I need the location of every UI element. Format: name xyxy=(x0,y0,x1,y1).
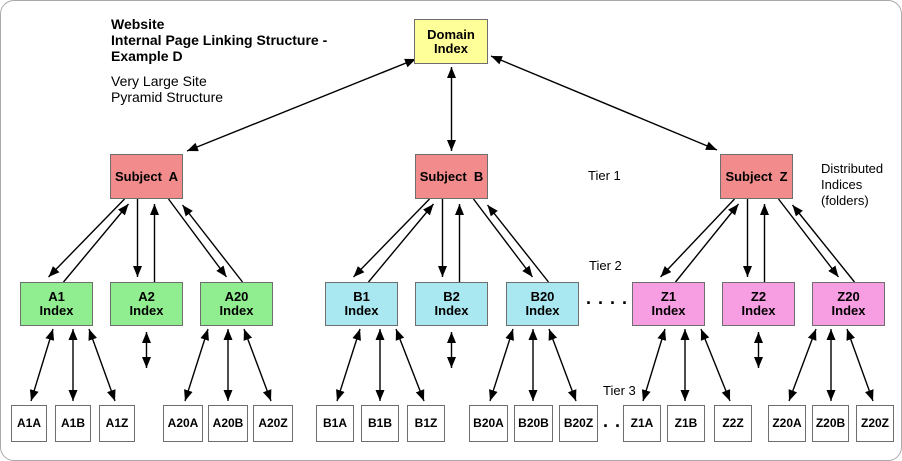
diagram-subtitle: Very Large Site Pyramid Structure xyxy=(111,73,224,105)
b20z-box: B20Z xyxy=(559,405,598,442)
tier3-label: Tier 3 xyxy=(603,383,636,398)
tier1-label: Tier 1 xyxy=(588,168,621,183)
z1b-label: Z1B xyxy=(674,416,698,430)
b1b-box: B1B xyxy=(361,405,399,442)
a20a-box: A20A xyxy=(163,405,203,442)
z20z-label: Z20Z xyxy=(860,416,889,430)
arrow-group xyxy=(29,55,874,402)
b1b-label: B1B xyxy=(367,416,392,430)
subject-z-box: Subject Z xyxy=(720,154,793,199)
a1-index-box: A1 Index xyxy=(20,282,93,326)
subject-a-label: Subject A xyxy=(114,168,179,184)
z2z-box: Z2Z xyxy=(714,405,752,442)
z2-index-label: Z2 Index xyxy=(741,289,776,318)
subject-b-box: Subject B xyxy=(415,154,488,199)
b1a-box: B1A xyxy=(316,405,354,442)
tier3-ellipsis: . . xyxy=(603,411,622,431)
subject-a-box: Subject A xyxy=(110,154,183,199)
diagram-title: Website Internal Page Linking Structure … xyxy=(111,16,328,64)
a1a-box: A1A xyxy=(11,405,47,442)
b2-index-box: B2 Index xyxy=(415,282,488,326)
a2-index-box: A2 Index xyxy=(110,282,183,326)
b1-index-label: B1 Index xyxy=(344,289,379,318)
b20-index-label: B20 Index xyxy=(525,289,560,318)
z20b-label: Z20B xyxy=(815,416,846,430)
z1a-box: Z1A xyxy=(623,405,661,442)
b20a-label: B20A xyxy=(473,416,504,430)
a1z-label: A1Z xyxy=(105,416,129,430)
b20-index-box: B20 Index xyxy=(506,282,579,326)
subject-b-label: Subject B xyxy=(419,168,484,184)
a1a-label: A1A xyxy=(16,416,41,430)
b2-index-label: B2 Index xyxy=(434,289,469,318)
b20b-label: B20B xyxy=(518,416,549,430)
z20a-label: Z20A xyxy=(772,416,802,430)
z20a-box: Z20A xyxy=(768,405,806,442)
z20z-box: Z20Z xyxy=(856,405,894,442)
b1a-label: B1A xyxy=(322,416,347,430)
tier2-label: Tier 2 xyxy=(589,258,622,273)
a20z-label: A20Z xyxy=(258,416,288,430)
a20z-box: A20Z xyxy=(253,405,293,442)
a20b-box: A20B xyxy=(208,405,248,442)
a1-index-label: A1 Index xyxy=(39,289,74,318)
a2-index-label: A2 Index xyxy=(129,289,164,318)
subject-z-label: Subject Z xyxy=(725,168,788,184)
z20-index-box: Z20 Index xyxy=(812,282,885,326)
z1-index-box: Z1 Index xyxy=(632,282,705,326)
a20-index-box: A20 Index xyxy=(200,282,273,326)
z1a-label: Z1A xyxy=(630,416,654,430)
distributed-indices-note: Distributed Indices (folders) xyxy=(821,161,884,208)
z2z-label: Z2Z xyxy=(722,416,744,430)
b1z-box: B1Z xyxy=(407,405,445,442)
a1z-box: A1Z xyxy=(99,405,135,442)
a1b-box: A1B xyxy=(55,405,91,442)
z1-index-label: Z1 Index xyxy=(651,289,686,318)
a20-index-label: A20 Index xyxy=(219,289,254,318)
domain-index-label: Domain Index xyxy=(427,26,475,56)
domain-index-box: Domain Index xyxy=(414,19,488,64)
tier2-ellipsis: . . . . xyxy=(586,288,629,308)
a20b-label: A20B xyxy=(212,416,244,430)
z20b-box: Z20B xyxy=(812,405,849,442)
b20b-box: B20B xyxy=(514,405,553,442)
b1z-label: B1Z xyxy=(414,416,438,430)
z1b-box: Z1B xyxy=(667,405,705,442)
b20a-box: B20A xyxy=(469,405,508,442)
b20z-label: B20Z xyxy=(563,416,594,430)
a1b-label: A1B xyxy=(60,416,85,430)
a20a-label: A20A xyxy=(167,416,199,430)
z20-index-label: Z20 Index xyxy=(831,289,866,318)
b1-index-box: B1 Index xyxy=(325,282,398,326)
z2-index-box: Z2 Index xyxy=(722,282,795,326)
